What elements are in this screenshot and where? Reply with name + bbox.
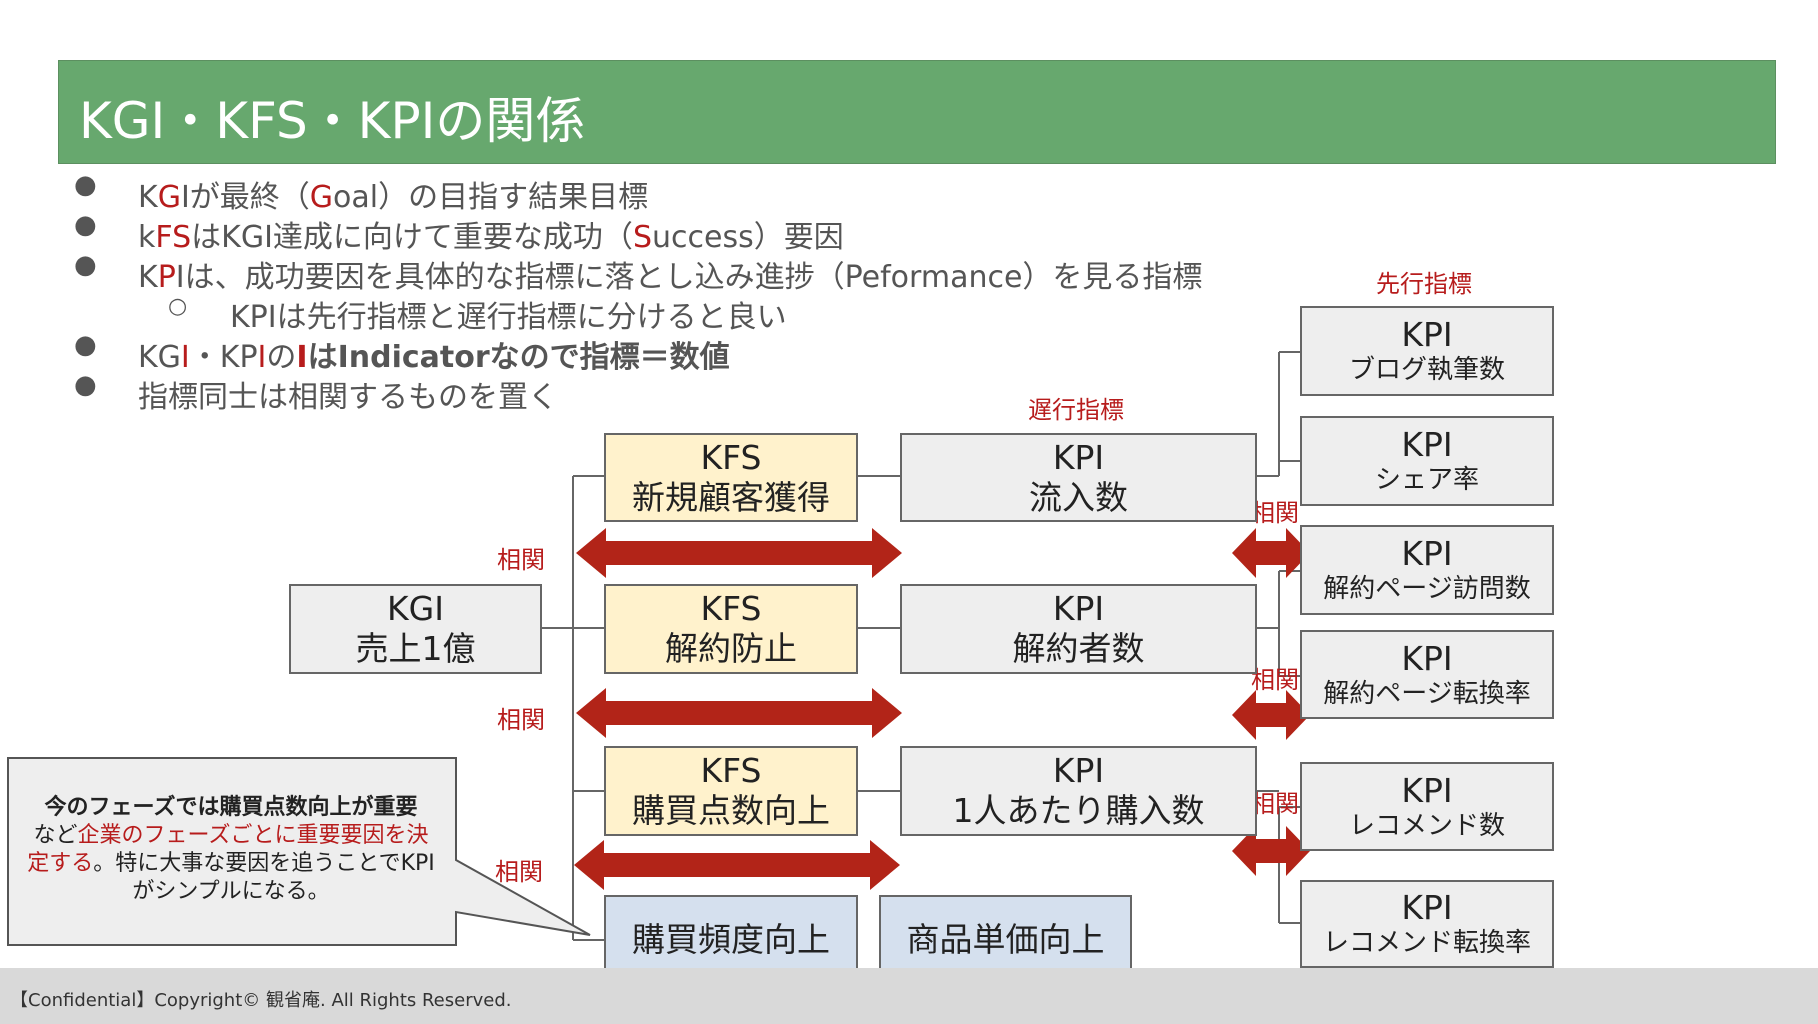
kpi-correlation-label: 相関 (1251, 499, 1299, 527)
kpi-correlation-label: 相関 (1251, 666, 1299, 694)
kpi-box-recommend-conversion: KPI レコメンド転換率 (1300, 880, 1554, 968)
bullet-dot-icon: ● (74, 250, 97, 280)
kgi-box: KGI 売上1億 (289, 584, 542, 674)
kpi-correlation-arrow-2 (1232, 690, 1310, 740)
kfs-box-items-per-purchase: KFS 購買点数向上 (604, 746, 858, 836)
bullet-kfs: ● kFSはKGI達成に向けて重要な成功（Success）要因 (74, 210, 844, 255)
callout-bubble (7, 757, 591, 946)
bullet-kpi: ● KPIは、成功要因を具体的な指標に落とし込み進捗（Peformance）を見… (74, 250, 1203, 295)
page-title: KGI・KFS・KPIの関係 (79, 92, 586, 150)
lagging-indicator-label: 遅行指標 (1028, 396, 1124, 424)
bullet-list: ● KGIが最終（Goal）の目指す結果目標 ● kFSはKGI達成に向けて重要… (70, 170, 1203, 415)
kpi-correlation-arrow-3 (1232, 826, 1310, 876)
bullet-circle-icon: ○ (168, 294, 188, 319)
kfs-box-churn-prevention: KFS 解約防止 (604, 584, 858, 674)
bullet-indicator: ● KGI・KPIのIはIndicatorなので指標＝数値 (74, 330, 730, 375)
kpi-box-churned: KPI 解約者数 (900, 584, 1257, 674)
bullet-kgi: ● KGIが最終（Goal）の目指す結果目標 (74, 170, 649, 215)
kpi-box-purchases-per-person: KPI 1人あたり購入数 (900, 746, 1257, 836)
correlation-arrow-2 (576, 688, 902, 738)
bullet-dot-icon: ● (74, 370, 97, 400)
kpi-box-recommend-count: KPI レコメンド数 (1300, 762, 1554, 851)
bullet-correlation: ● 指標同士は相関するものを置く (74, 370, 558, 415)
bullet-dot-icon: ● (74, 330, 97, 360)
kpi-correlation-arrow-1 (1232, 528, 1310, 578)
callout-text: 今のフェーズでは購買点数向上が重要 など企業のフェーズごとに重要要因を決定する。… (27, 795, 435, 904)
kpi-box-share-rate: KPI シェア率 (1300, 416, 1554, 506)
kpi-correlation-label: 相関 (1251, 790, 1299, 818)
footer: 【Confidential】Copyright© 観省庵. All Rights… (0, 968, 1818, 1024)
kpi-box-blog-posts: KPI ブログ執筆数 (1300, 306, 1554, 396)
correlation-arrow-3 (574, 840, 900, 890)
bullet-dot-icon: ● (74, 210, 97, 240)
kpi-box-inflow: KPI 流入数 (900, 433, 1257, 522)
bullet-dot-icon: ● (74, 170, 97, 200)
kfs-box-new-customers: KFS 新規顧客獲得 (604, 433, 858, 522)
kpi-box-cancel-page-visits: KPI 解約ページ訪問数 (1300, 525, 1554, 615)
correlation-label: 相関 (495, 858, 543, 886)
title-bar: KGI・KFS・KPIの関係 (58, 60, 1776, 164)
correlation-arrow-1 (576, 528, 902, 578)
leading-indicator-label: 先行指標 (1376, 270, 1472, 298)
bullet-kpi-sub: ○ KPIは先行指標と遅行指標に分けると良い (168, 294, 787, 335)
copyright-text: 【Confidential】Copyright© 観省庵. All Rights… (10, 990, 512, 1011)
correlation-label: 相関 (497, 706, 545, 734)
kpi-box-cancel-page-conversion: KPI 解約ページ転換率 (1300, 630, 1554, 719)
kgi-title: KGI (387, 589, 444, 628)
correlation-label: 相関 (497, 546, 545, 574)
kgi-value: 売上1億 (355, 629, 476, 668)
